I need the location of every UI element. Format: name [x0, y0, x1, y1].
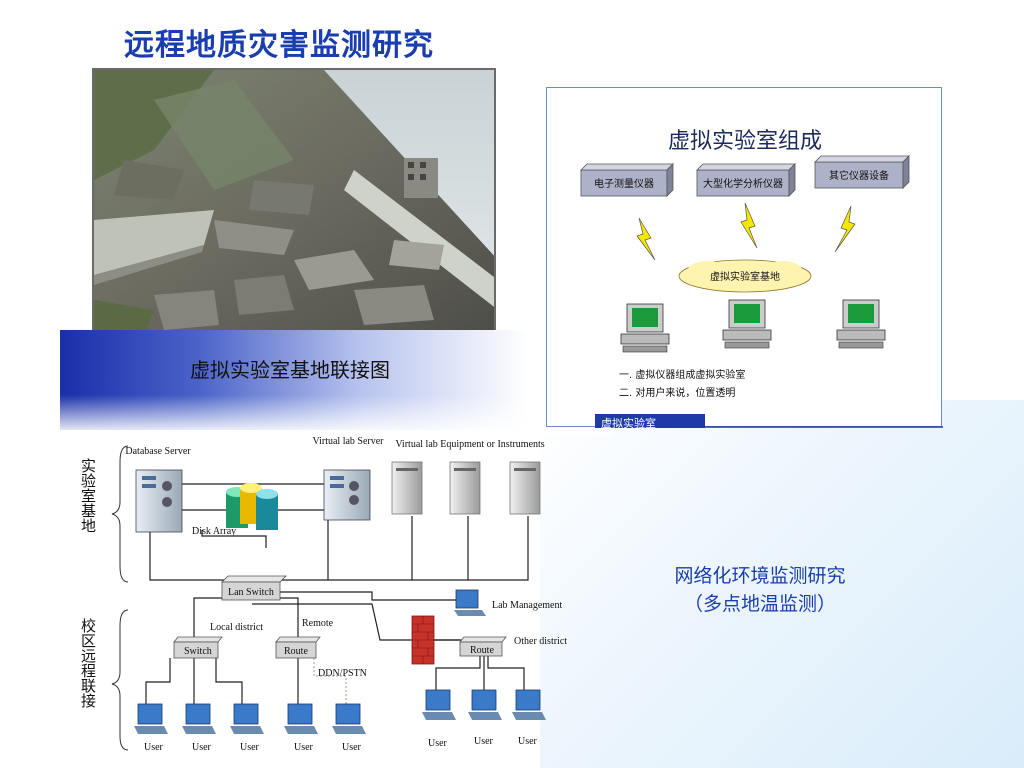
virtual-lab-title: 虚拟实验室组成: [668, 129, 822, 154]
computer-icon: [722, 299, 772, 349]
network-diagram: 实验室基地 校区远程联接: [62, 432, 584, 758]
computer-icon: [836, 299, 886, 349]
disk-array-label: Disk Array: [192, 526, 236, 537]
user-pc-icon: [284, 703, 318, 734]
user-label: User: [518, 736, 538, 747]
user-label: User: [192, 742, 212, 753]
user-label: User: [474, 736, 494, 747]
other-district-label: Other district: [514, 636, 567, 647]
instrument-label-3: 其它仪器设备: [829, 169, 889, 182]
instrument-label-1: 电子测量仪器: [594, 177, 654, 190]
virtual-lab-note-2: 二. 对用户来说，位置透明: [619, 386, 735, 399]
vlab-server-label: Virtual lab Server: [312, 436, 384, 447]
lab-management-pc-icon: [454, 589, 486, 616]
route-icon: [275, 636, 321, 659]
slide-title: 远程地质灾害监测研究: [124, 28, 434, 63]
ddn-pstn-label: DDN/PSTN: [318, 668, 367, 679]
diagram-caption: 虚拟实验室基地联接图: [190, 358, 390, 382]
equipment-tower-icon: [391, 461, 423, 515]
band-fade: [60, 395, 610, 435]
brace-lab: [111, 445, 129, 583]
virtual-lab-tab: [595, 414, 705, 428]
database-server-label: Database Server: [125, 446, 191, 457]
user-pc-icon: [512, 689, 546, 720]
equipment-tower-icon: [509, 461, 541, 515]
user-label: User: [144, 742, 164, 753]
group-campus-vertical: 校区远程联接: [79, 618, 97, 708]
disk-array-icon: [226, 483, 278, 530]
vlab-server-icon: [323, 469, 371, 521]
lightning-icon: [636, 217, 656, 261]
virtual-lab-tab-label: 虚拟实验室: [601, 416, 656, 428]
computer-icon: [620, 303, 670, 353]
instrument-label-2: 大型化学分析仪器: [703, 177, 783, 190]
route-label-2: Route: [470, 645, 494, 656]
virtual-lab-note-1: 一. 虚拟仪器组成虚拟实验室: [619, 368, 745, 381]
landslide-photo: [92, 68, 496, 336]
instrument-box-2: 大型化学分析仪器: [696, 163, 796, 197]
lan-switch-icon: [221, 575, 287, 601]
local-district-label: Local district: [210, 622, 263, 633]
network-monitoring-line2: （多点地温监测）: [683, 593, 836, 615]
user-label: User: [294, 742, 314, 753]
user-pc-icon: [422, 689, 456, 720]
lightning-icon: [834, 205, 856, 253]
user-label: User: [240, 742, 260, 753]
database-server-icon: [135, 469, 183, 533]
group-lab-vertical: 实验室基地: [79, 458, 97, 533]
instrument-box-3: 其它仪器设备: [814, 155, 910, 189]
user-label: User: [428, 738, 448, 749]
switch-label: Switch: [184, 646, 212, 657]
switch-icon: [173, 636, 223, 659]
remote-label: Remote: [302, 618, 334, 629]
lightning-icon: [740, 202, 758, 249]
network-monitoring-line1: 网络化环境监测研究: [674, 565, 846, 587]
user-pc-icon: [332, 703, 366, 734]
firewall-icon: [411, 615, 435, 665]
route-label: Route: [284, 646, 308, 657]
user-pc-icon: [230, 703, 264, 734]
user-pc-icon: [182, 703, 216, 734]
background-gradient: [540, 400, 1024, 768]
lab-management-label: Lab Management: [492, 600, 562, 611]
virtual-lab-diagram: 虚拟实验室组成 电子测量仪器 大型化学分析仪器 其它仪器设备: [546, 87, 943, 428]
user-pc-icon: [134, 703, 168, 734]
lan-switch-label: Lan Switch: [228, 587, 274, 598]
brace-campus: [111, 609, 129, 751]
user-label: User: [342, 742, 362, 753]
cloud-icon: 虚拟实验室基地: [678, 259, 812, 293]
user-pc-icon: [468, 689, 502, 720]
instrument-box-1: 电子测量仪器: [580, 163, 674, 197]
equipment-tower-icon: [449, 461, 481, 515]
vlab-equipment-label: Virtual lab Equipment or Instruments: [395, 439, 544, 450]
cloud-label: 虚拟实验室基地: [710, 270, 780, 283]
route-icon: [459, 636, 507, 657]
network-monitoring-title: 网络化环境监测研究 （多点地温监测）: [600, 562, 920, 618]
